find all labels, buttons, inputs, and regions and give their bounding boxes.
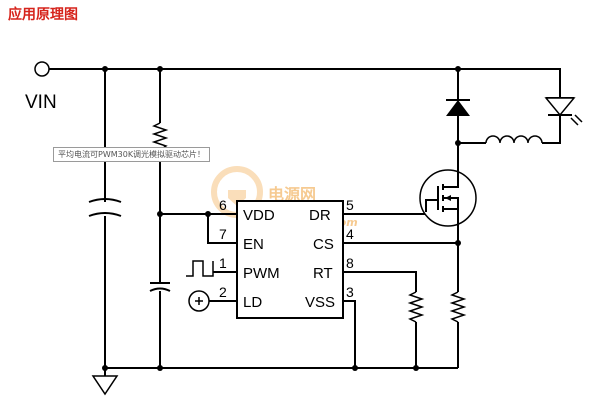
en-tie-wire xyxy=(207,214,237,244)
input-capacitor-bottom-plate xyxy=(88,212,122,217)
pin-number: 6 xyxy=(219,197,227,213)
pin-number: 8 xyxy=(346,255,354,271)
pin-label-pwm: PWM xyxy=(243,265,280,282)
ground-icon xyxy=(91,375,119,396)
pin-number: 7 xyxy=(219,226,227,242)
junction-dot xyxy=(455,240,461,246)
junction-dot xyxy=(205,211,211,217)
pin-number: 2 xyxy=(219,284,227,300)
pin-label-dr: DR xyxy=(309,207,331,224)
vin-rail xyxy=(49,68,459,98)
pwm-signal-icon xyxy=(186,260,214,277)
sense-resistor xyxy=(449,291,467,323)
inductor-coil xyxy=(485,135,543,144)
input-capacitor-top-plate xyxy=(88,198,122,203)
ic-left-pins: 6 VDD 7 EN 1 PWM 2 LD xyxy=(219,197,280,311)
junction-dots xyxy=(102,66,461,371)
pin-number: 4 xyxy=(346,226,354,242)
pin-label-rt: RT xyxy=(313,265,333,282)
image-tooltip: 平均电流可PWM30K调光模拟驱动芯片！ xyxy=(53,147,211,162)
pin-number: 1 xyxy=(219,255,227,271)
junction-dot xyxy=(157,66,163,72)
watermark-text-cn: 电源网 xyxy=(268,185,316,204)
mosfet-gate xyxy=(425,186,439,212)
mosfet-arrow xyxy=(445,195,451,201)
driver-ic xyxy=(236,200,344,319)
pin-label-en: EN xyxy=(243,236,264,253)
pin-label-vdd: VDD xyxy=(243,207,275,224)
led-return-wire xyxy=(542,115,561,144)
led-icon xyxy=(544,97,576,117)
junction-dot xyxy=(102,66,108,72)
rt-resistor xyxy=(407,291,425,323)
led-light-rays xyxy=(570,114,583,126)
junction-dot xyxy=(455,140,461,146)
rt-wire xyxy=(343,271,417,368)
pin-number: 3 xyxy=(346,284,354,300)
gate-drive-wire xyxy=(343,212,427,215)
junction-dot xyxy=(102,365,108,371)
pin-label-ld: LD xyxy=(243,294,262,311)
vdd-capacitor-bottom-plate xyxy=(149,287,171,292)
pin-label-vss: VSS xyxy=(305,294,335,311)
ic-right-pins: DR 5 CS 4 RT 8 VSS 3 xyxy=(305,197,354,311)
freewheel-diode xyxy=(446,100,470,116)
led-supply-wire xyxy=(458,68,561,98)
pin-number: 5 xyxy=(346,197,354,213)
supply-resistor xyxy=(151,122,169,151)
junction-dot xyxy=(413,365,419,371)
junction-dot xyxy=(157,365,163,371)
junction-dot xyxy=(157,211,163,217)
vss-wire xyxy=(343,300,356,368)
junction-dot xyxy=(352,365,358,371)
junction-dot xyxy=(455,66,461,72)
ld-source-sign xyxy=(195,297,203,305)
pin-label-cs: CS xyxy=(313,236,334,253)
vin-label: VIN xyxy=(25,92,57,113)
page-title: 应用原理图 xyxy=(8,7,78,23)
vin-terminal xyxy=(34,61,50,77)
